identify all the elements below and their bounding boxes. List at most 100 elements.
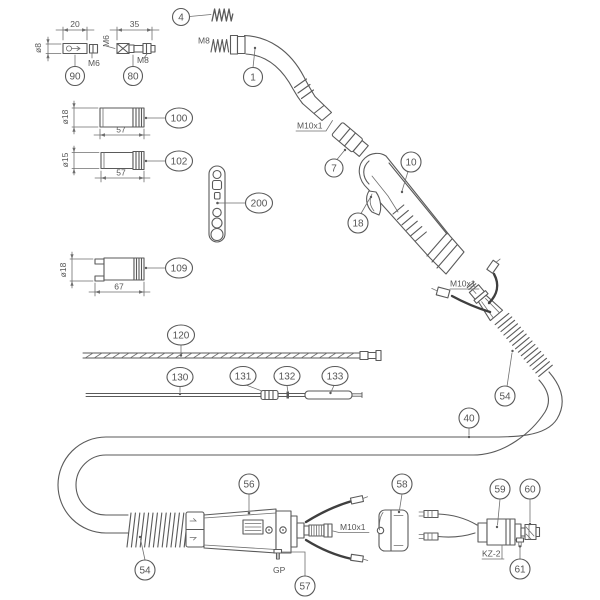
label-part57: GP [273, 565, 286, 575]
dim-part102-diameter: ø15 [60, 152, 70, 167]
svg-text:100: 100 [171, 114, 188, 125]
callout-61: 61 [509, 545, 531, 580]
callout-59: 59 [489, 478, 511, 529]
part-61-screw-drawing [515, 537, 525, 547]
svg-text:58: 58 [396, 480, 408, 491]
callout-133-circle [321, 365, 349, 387]
part-1-swan-neck-drawing: M8 M10x1 [198, 34, 333, 132]
svg-text:200: 200 [251, 199, 268, 210]
callout-109-circle [164, 257, 194, 279]
svg-text:130: 130 [172, 373, 189, 384]
callout-7-circle [324, 158, 344, 178]
callout-60: 60 [519, 478, 541, 526]
dim-part100-length: 57 [116, 125, 126, 135]
dim-part80-thread-left: M6 [101, 35, 111, 47]
part-59-control-plug-drawing: KZ-2 [418, 509, 541, 560]
svg-text:4: 4 [178, 13, 184, 24]
callout-4-circle [171, 7, 191, 27]
part-120-liner-drawing [82, 349, 382, 362]
part-56-central-connector-drawing: M10x1 [185, 495, 370, 563]
svg-text:59: 59 [494, 485, 506, 496]
svg-text:109: 109 [171, 264, 188, 275]
callout-1-circle [242, 66, 264, 88]
svg-text:132: 132 [279, 372, 296, 383]
dim-part1-thread-front: M10x1 [297, 121, 323, 131]
svg-text:133: 133 [327, 372, 344, 383]
callout-100: 100 [144, 107, 194, 129]
dim-part102-length: 57 [116, 168, 126, 178]
dim-part90-thread: M6 [88, 58, 100, 68]
part-133-sleeve [304, 390, 353, 400]
callout-18-circle [347, 212, 369, 234]
svg-text:10: 10 [405, 158, 417, 169]
svg-text:54: 54 [499, 392, 511, 403]
callout-60-circle [519, 478, 541, 500]
svg-text:1: 1 [250, 73, 256, 84]
dim-part109-diameter: ø18 [58, 262, 68, 277]
svg-text:120: 120 [173, 331, 190, 342]
callout-100-circle [164, 107, 194, 129]
callout-80-circle [122, 65, 144, 87]
callout-54-top-circle [494, 385, 516, 407]
callout-61-circle [509, 558, 531, 580]
callout-130: 130 [166, 366, 194, 396]
callout-133: 133 [321, 365, 349, 395]
part-4-spring-drawing [211, 8, 234, 22]
callout-58-circle [391, 473, 413, 495]
callout-7: 7 [324, 148, 347, 178]
part-10-handle-drawing [358, 152, 465, 275]
callout-54-bottom: 54 [134, 535, 156, 581]
callout-131: 131 [229, 365, 263, 392]
svg-text:102: 102 [171, 157, 188, 168]
dim-part100-diameter: ø18 [60, 109, 70, 124]
part-58-switch-block-drawing [376, 509, 409, 552]
dim-part90-length: 20 [70, 19, 80, 29]
svg-text:54: 54 [139, 566, 151, 577]
callout-90-circle [64, 65, 86, 87]
part-80-tip-adapter-drawing: 35 M6 M8 [101, 19, 160, 65]
dim-connector-thread: M10x1 [340, 522, 366, 532]
callout-57: 57 [281, 551, 316, 597]
callout-40-circle [458, 407, 480, 429]
callout-56: 56 [238, 473, 260, 515]
svg-text:57: 57 [299, 582, 311, 593]
callout-40: 40 [458, 407, 480, 439]
svg-text:131: 131 [235, 372, 252, 383]
callout-18: 18 [347, 195, 373, 234]
torch-rear-connector-drawing: M10x1 [431, 258, 504, 322]
svg-text:60: 60 [524, 485, 536, 496]
part-7-insulator-drawing [331, 122, 369, 157]
part-54-strain-relief-bottom-drawing [126, 512, 189, 548]
callout-109: 109 [144, 257, 194, 279]
dim-part90-diameter: ø8 [33, 43, 43, 53]
part-90-contact-tip-drawing: 20 ø8 M6 [33, 19, 100, 68]
callout-132: 132 [273, 365, 301, 392]
dim-torch-rear-thread: M10x1 [450, 279, 476, 289]
callout-90: 90 [64, 54, 86, 87]
svg-text:90: 90 [69, 72, 81, 83]
callout-4: 4 [171, 7, 212, 27]
part-57-screw-drawing: GP [273, 548, 286, 575]
dim-part109-length: 67 [114, 282, 124, 292]
svg-text:80: 80 [127, 72, 139, 83]
part-54-strain-relief-top-drawing [494, 312, 553, 377]
dim-part80-thread-right: M8 [137, 55, 149, 65]
callout-56-circle [238, 473, 260, 495]
callout-200-circle [244, 192, 274, 214]
callout-59-circle [489, 478, 511, 500]
callout-120-circle [166, 324, 196, 346]
callout-58: 58 [391, 473, 413, 514]
part-130-inner-wire-drawing [85, 389, 363, 401]
part-102-gas-nozzle-drawing: ø15 57 [60, 145, 151, 183]
svg-text:56: 56 [243, 480, 255, 491]
callout-102: 102 [144, 150, 194, 172]
svg-text:7: 7 [331, 164, 337, 175]
part-109-gas-nozzle-drawing: ø18 67 [58, 251, 151, 297]
dim-part80-length: 35 [130, 19, 140, 29]
callout-120: 120 [166, 324, 196, 357]
callout-57-circle [294, 575, 316, 597]
callout-200: 200 [216, 192, 274, 214]
callout-54-bottom-circle [134, 559, 156, 581]
